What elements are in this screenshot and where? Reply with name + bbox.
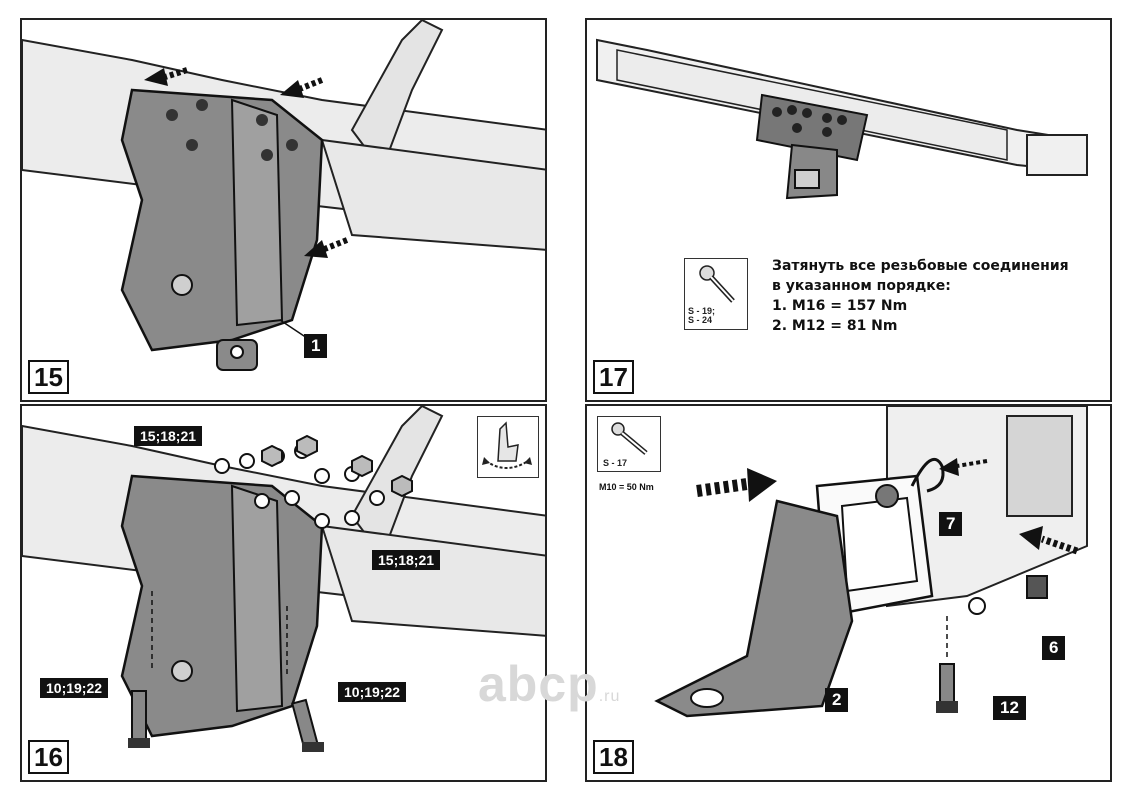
panel-step-17: S - 19; S - 24 Затянуть все резьбовые со… (585, 18, 1112, 402)
panel-step-16: 15;18;21 15;18;21 10;19;22 10;19;22 16 (20, 404, 547, 782)
torque-spec: M10 = 50 Nm (599, 482, 654, 492)
step-number: 18 (593, 740, 634, 774)
callout-hardware: 15;18;21 (372, 550, 441, 570)
torque-wrench-icon: S - 19; S - 24 (684, 258, 748, 330)
instruction-line: 1. M16 = 157 Nm (772, 298, 908, 314)
tool-size-label: S - 24 (688, 315, 713, 325)
callout-part: 6 (1042, 636, 1066, 660)
tightening-instructions: Затянуть все резьбовые соединения в указ… (772, 256, 1069, 336)
callout-hardware: 10;19;22 (338, 682, 407, 702)
tool-size-label: S - 19; (688, 306, 716, 316)
watermark-suffix: .ru (598, 688, 621, 705)
step-16-illustration (22, 406, 545, 752)
instruction-line: Затянуть все резьбовые соединения (772, 258, 1069, 274)
step-number: 16 (28, 740, 69, 774)
torque-wrench-icon: S - 17 (597, 416, 661, 472)
instruction-line: 2. M12 = 81 Nm (772, 318, 898, 334)
instruction-line: в указанном порядке: (772, 278, 951, 294)
tool-size-label: S - 17 (603, 458, 628, 468)
callout-part: 7 (939, 512, 963, 536)
step-15-illustration (22, 20, 545, 371)
watermark-text: abcp (478, 656, 599, 712)
callout-hardware: 10;19;22 (40, 678, 109, 698)
watermark-logo: abcp.ru (478, 655, 620, 713)
callout-hardware: 15;18;21 (134, 426, 203, 446)
callout-part: 1 (304, 334, 328, 358)
step-number: 17 (593, 360, 634, 394)
rotate-hand-icon (477, 416, 539, 478)
panel-step-18: S - 17 M10 = 50 Nm 7 6 2 12 18 (585, 404, 1112, 782)
step-18-illustration (654, 406, 1088, 718)
step-number: 15 (28, 360, 69, 394)
callout-part: 12 (993, 696, 1026, 720)
panel-step-15: 1 15 (20, 18, 547, 402)
step-17-illustration (596, 38, 1088, 200)
callout-part: 2 (825, 688, 849, 712)
